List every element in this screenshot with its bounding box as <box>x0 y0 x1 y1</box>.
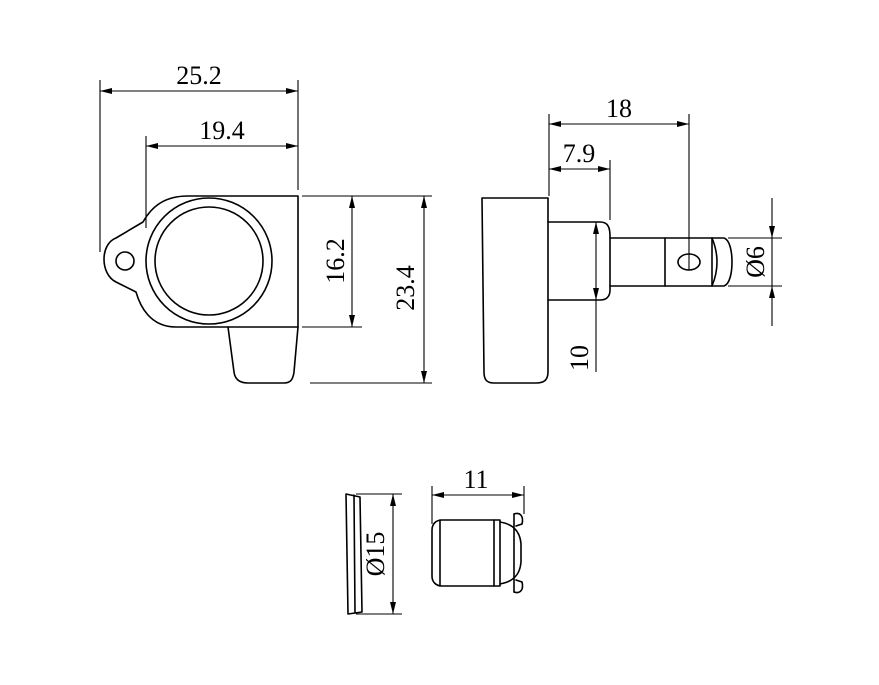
side-view <box>481 197 733 384</box>
dim-width-inner: 19.4 <box>145 116 298 228</box>
gear-cover-outer <box>145 197 273 325</box>
dim-height-total: 23.4 <box>302 195 432 384</box>
dim-collar-length: 7.9 <box>549 139 611 220</box>
bushing-view <box>431 512 524 594</box>
dim-label-height-small: 16.2 <box>321 238 350 284</box>
dim-label-bushing-length: 11 <box>463 465 488 494</box>
dim-height-small: 16.2 <box>302 195 362 328</box>
side-housing <box>481 197 549 384</box>
housing-outline <box>103 195 299 328</box>
string-post <box>609 237 733 287</box>
bushing-flange <box>499 521 522 585</box>
front-view <box>103 195 299 384</box>
dim-collar-height: 10 <box>565 222 599 372</box>
dim-bushing-diameter: Ø15 <box>356 493 402 615</box>
washer-view <box>345 493 363 615</box>
post-tip-curve <box>711 237 718 287</box>
bushing-body <box>431 519 501 587</box>
dim-label-height-total: 23.4 <box>391 265 420 311</box>
dim-label-shaft-length: 18 <box>606 94 632 123</box>
dim-bushing-length: 11 <box>431 465 525 524</box>
key-stem <box>227 326 299 384</box>
dim-label-width-inner: 19.4 <box>199 116 245 145</box>
bushing-flange-bottom <box>513 579 524 594</box>
dim-label-collar-height: 10 <box>565 345 594 371</box>
dim-shaft-diameter: Ø6 <box>728 198 782 326</box>
side-collar <box>547 221 611 301</box>
gear-cover-inner <box>154 206 264 316</box>
dim-label-collar-length: 7.9 <box>563 139 596 168</box>
dim-shaft-length: 18 <box>548 94 690 270</box>
dim-label-bushing-diameter: Ø15 <box>361 532 390 577</box>
bushing-flange-top <box>513 512 524 527</box>
washer-outline <box>345 493 363 615</box>
dim-label-shaft-diameter: Ø6 <box>741 246 770 278</box>
dim-label-width-total: 25.2 <box>176 61 222 90</box>
dim-width-total: 25.2 <box>99 61 299 252</box>
mounting-hole <box>115 251 135 271</box>
